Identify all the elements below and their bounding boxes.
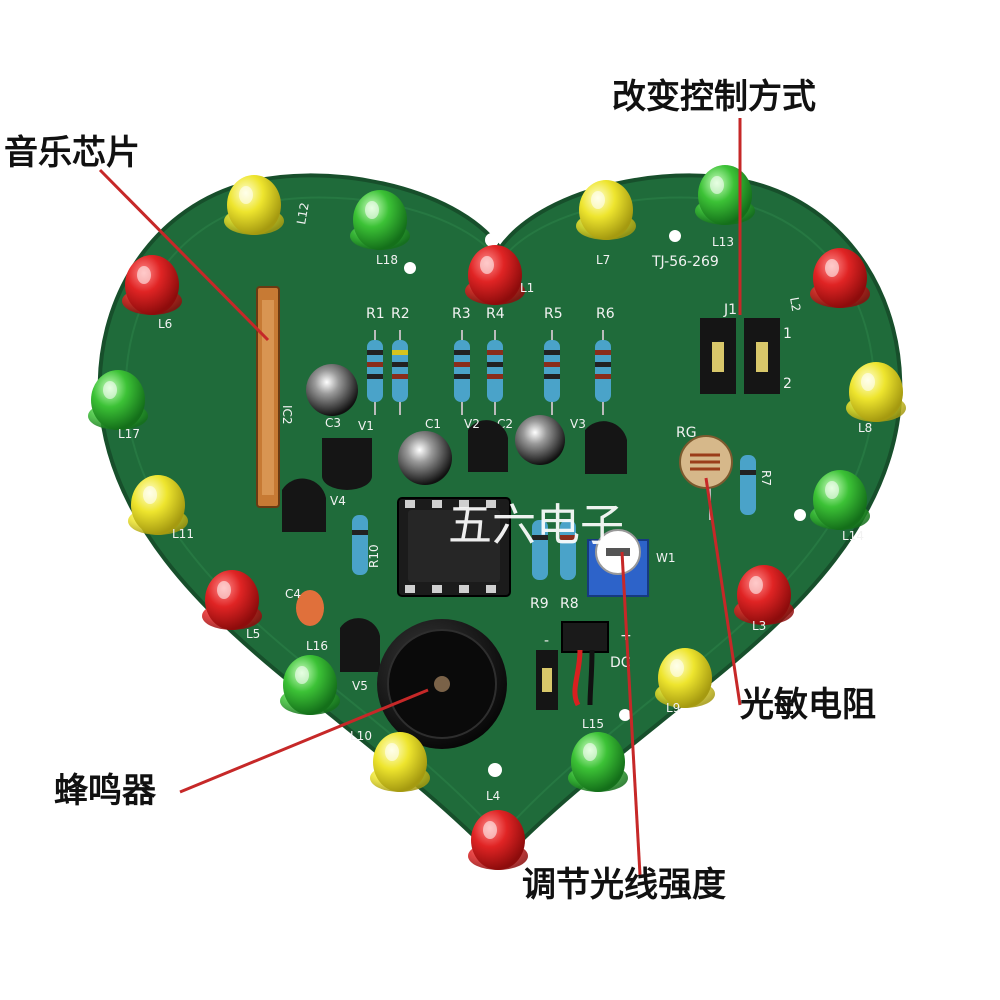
led-l11 [128,475,188,535]
svg-text:V4: V4 [330,494,346,508]
led-l5 [202,570,262,630]
svg-text:R7: R7 [759,470,773,486]
callout-photoresistor: 光敏电阻 [740,685,876,725]
led-l3 [734,565,794,625]
watermark: 五六电子 [448,500,624,551]
svg-text:L18: L18 [376,253,398,267]
svg-text:R2: R2 [391,306,410,322]
led-l8 [846,362,906,422]
svg-text:DC: DC [610,655,631,671]
ic-socket [397,497,511,597]
svg-text:IC2: IC2 [280,405,294,425]
led-l4 [468,810,528,870]
svg-text:1: 1 [783,326,792,342]
svg-text:V1: V1 [358,419,374,433]
capacitor-c2 [515,415,565,465]
svg-text:L17: L17 [118,427,140,441]
capacitor-c3 [306,364,358,416]
svg-text:L3: L3 [752,619,766,633]
callout-adjust-light-intensity: 调节光线强度 [522,865,726,905]
svg-text:V2: V2 [464,417,480,431]
svg-text:V3: V3 [570,417,586,431]
led-l9 [655,648,715,708]
svg-text:L6: L6 [158,317,172,331]
svg-text:L4: L4 [486,789,500,803]
svg-text:L7: L7 [596,253,610,267]
svg-text:RG: RG [676,425,697,441]
resistors-lower [352,455,756,580]
resistors-top [367,330,611,415]
svg-text:L1: L1 [520,281,534,295]
svg-text:TJ-56-269: TJ-56-269 [651,254,719,270]
dc-power-input [536,621,609,710]
led-l2 [810,248,870,308]
led-l1 [465,245,525,305]
callout-buzzer: 蜂鸣器 [54,771,156,811]
svg-text:J1: J1 [723,302,737,318]
svg-text:L10: L10 [350,729,372,743]
svg-text:2: 2 [783,376,792,392]
svg-text:L9: L9 [666,701,680,715]
svg-text:L8: L8 [858,421,872,435]
callout-change-control-mode: 改变控制方式 [612,77,816,117]
svg-text:R3: R3 [452,306,471,322]
svg-text:R8: R8 [560,596,579,612]
svg-text:V5: V5 [352,679,368,693]
svg-text:L2: L2 [787,296,803,313]
svg-text:R4: R4 [486,306,505,322]
svg-text:L16: L16 [306,639,328,653]
svg-text:L12: L12 [294,201,312,225]
capacitor-c4 [296,590,324,626]
svg-text:R10: R10 [367,544,381,568]
svg-text:R1: R1 [366,306,385,322]
svg-text:-: - [544,633,549,649]
led-l6 [122,255,182,315]
svg-text:L11: L11 [172,527,194,541]
mount-hole [485,233,499,247]
led-l7 [576,180,636,240]
transistors [282,420,627,672]
svg-text:L5: L5 [246,627,260,641]
potentiometer-w1 [587,529,649,597]
svg-text:C1: C1 [425,417,441,431]
capacitor-c1 [398,431,452,485]
led-l17 [88,370,148,430]
led-l18 [350,190,410,250]
svg-text:L14: L14 [842,529,864,543]
led-l10 [370,732,430,792]
callout-music-chip: 音乐芯片 [4,133,140,173]
svg-text:R5: R5 [544,306,563,322]
led-l12 [224,175,284,235]
svg-text:C4: C4 [285,587,301,601]
jumper-j1 [700,318,780,394]
svg-text:L15: L15 [582,717,604,731]
svg-text:R9: R9 [530,596,549,612]
buzzer [377,619,507,749]
svg-text:R6: R6 [596,306,615,322]
svg-text:W1: W1 [656,551,676,565]
led-l16 [280,655,340,715]
svg-text:L13: L13 [712,235,734,249]
callout-lines [98,118,742,876]
led-labels: L1 L2 L3 L4 L5 L6 L7 L8 L9 L10 L11 L12 L… [118,201,872,803]
svg-text:C3: C3 [325,416,341,430]
photoresistor-rg [679,435,733,520]
led-l14 [810,470,870,530]
led-l15 [568,732,628,792]
